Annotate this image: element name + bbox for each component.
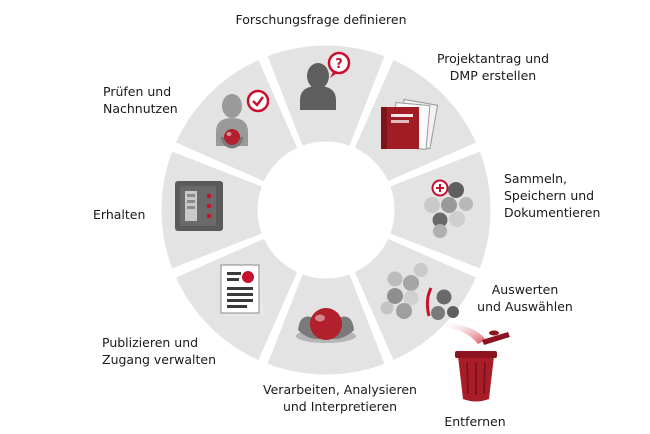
ring-center xyxy=(259,143,393,277)
person-question-icon: ? xyxy=(300,51,351,110)
label-auswerten: Auswerten und Auswählen xyxy=(477,282,573,314)
label-publizieren: Publizieren und Zugang verwalten xyxy=(102,335,217,367)
data-balls-add-icon xyxy=(424,179,473,238)
published-page-icon xyxy=(220,264,264,318)
svg-text:?: ? xyxy=(335,57,343,72)
storage-safe-icon xyxy=(175,181,223,231)
label-verarbeiten: Verarbeiten, Analysieren und Interpretie… xyxy=(263,382,417,414)
label-erhalten: Erhalten xyxy=(93,207,146,222)
red-ball-hands-icon xyxy=(296,308,356,343)
person-check-icon xyxy=(216,89,270,149)
trash-bin-icon xyxy=(455,330,510,402)
label-sammeln: Sammeln, Speichern und Dokumentieren xyxy=(504,171,601,220)
label-entfernen: Entfernen xyxy=(444,414,506,429)
label-projektantrag: Projektantrag und DMP erstellen xyxy=(436,51,550,83)
label-forschungsfrage: Forschungsfrage definieren xyxy=(235,12,407,27)
data-balls-select-icon xyxy=(380,263,486,344)
label-pruefen: Prüfen und Nachnutzen xyxy=(103,84,178,116)
document-folder-icon xyxy=(381,98,439,150)
